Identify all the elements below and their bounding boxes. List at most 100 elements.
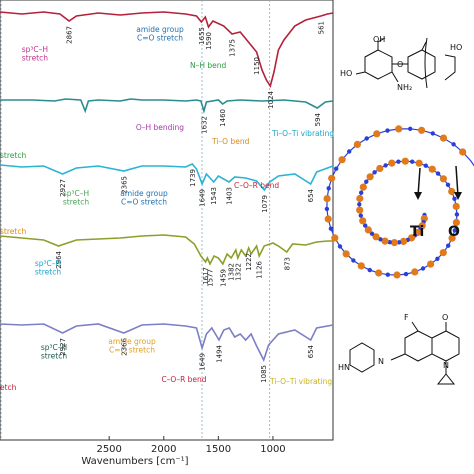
peak-label-2-6: 1079 bbox=[261, 195, 269, 213]
o-atom-37 bbox=[428, 165, 436, 173]
ti-atom-34 bbox=[410, 159, 415, 164]
titania-spiral bbox=[323, 125, 474, 279]
band-annotation-9: C–O–R bend bbox=[234, 181, 279, 190]
peak-label-1-2: 594 bbox=[314, 112, 322, 126]
peak-label-4-1: 2366 bbox=[120, 337, 128, 355]
drug-n-pip: N bbox=[378, 357, 384, 366]
o-atom-25 bbox=[359, 183, 367, 191]
peak-label-4-5: 654 bbox=[307, 344, 315, 358]
ti-atom-30 bbox=[383, 163, 388, 168]
ti-atom-22 bbox=[357, 202, 362, 207]
peak-label-3-7: 1126 bbox=[256, 260, 264, 278]
o-atom-21 bbox=[356, 206, 364, 214]
ti-atom-46 bbox=[452, 228, 457, 233]
peak-label-3-4: 1382 bbox=[228, 263, 236, 281]
ti-atom-58 bbox=[367, 267, 372, 273]
ti-atom-64 bbox=[328, 226, 334, 231]
o-atom-39 bbox=[439, 175, 447, 183]
o-atom-41 bbox=[448, 187, 456, 196]
o-atom-79 bbox=[418, 126, 426, 134]
peak-label-3-0: 2964 bbox=[55, 250, 63, 268]
peak-label-0-2: 1590 bbox=[205, 32, 213, 50]
chitosan-ho-left: HO bbox=[340, 69, 352, 78]
ti-atom-38 bbox=[435, 171, 441, 176]
ti-atom-44 bbox=[454, 212, 460, 217]
ti-atom-26 bbox=[364, 179, 369, 184]
spectrum-line-3 bbox=[0, 234, 333, 266]
peak-label-2-0: 2927 bbox=[59, 179, 67, 197]
ti-atom-42 bbox=[452, 196, 457, 201]
o-atom-19 bbox=[359, 217, 367, 225]
peak-label-2-2: 1739 bbox=[189, 169, 197, 187]
o-atom-27 bbox=[366, 173, 374, 181]
chitosan-ring-o: O bbox=[397, 60, 403, 69]
o-atom-77 bbox=[395, 125, 403, 133]
chitosan-nh2: NH₂ bbox=[397, 83, 412, 92]
peak-label-4-2: 1649 bbox=[199, 353, 207, 371]
o-atom-81 bbox=[439, 134, 448, 142]
ti-atom-66 bbox=[324, 206, 330, 212]
ti-atom-48 bbox=[446, 243, 451, 248]
peak-label-3-3: 1459 bbox=[219, 269, 227, 287]
peak-label-3-6: 1222 bbox=[245, 253, 253, 271]
o-atom-83 bbox=[459, 148, 467, 156]
peak-label-2-5: 1403 bbox=[226, 187, 234, 205]
peak-label-3-5: 1322 bbox=[234, 263, 242, 281]
o-atom-43 bbox=[452, 202, 460, 210]
peak-label-3-8: 873 bbox=[283, 257, 291, 270]
peak-label-2-3: 1649 bbox=[199, 189, 207, 207]
band-annotation-2: N–H bend bbox=[190, 61, 227, 70]
ti-atom-76 bbox=[385, 128, 390, 133]
ti-label: Ti bbox=[410, 224, 424, 240]
peak-label-1-0: 1632 bbox=[200, 116, 208, 134]
chitosan-structure: OH HO NH₂ O HO bbox=[340, 35, 462, 92]
band-annotation-5: Ti–O–Ti vibrating bbox=[271, 129, 334, 138]
o-atom-15 bbox=[372, 233, 380, 241]
o-atom-71 bbox=[338, 156, 346, 164]
band-annotation-14: C–O–R bend bbox=[161, 375, 206, 384]
band-annotation-3: O–H bending bbox=[136, 123, 184, 132]
peak-label-4-4: 1085 bbox=[260, 365, 268, 383]
peak-label-2-4: 1543 bbox=[210, 187, 218, 205]
drug-o: O bbox=[442, 313, 448, 322]
o-atom-47 bbox=[448, 234, 456, 242]
peak-label-4-0: 2927 bbox=[59, 338, 67, 356]
o-atom-49 bbox=[439, 249, 447, 257]
spectrum-line-2 bbox=[0, 163, 334, 192]
o-atom-35 bbox=[415, 159, 423, 167]
o-atom-45 bbox=[452, 218, 460, 226]
ti-atom-72 bbox=[347, 149, 352, 154]
ti-atom-78 bbox=[408, 126, 413, 131]
peak-label-0-6: 561 bbox=[317, 21, 325, 34]
o-atom-65 bbox=[324, 215, 332, 223]
ti-atom-10 bbox=[396, 240, 402, 245]
chitosan-oh-top: OH bbox=[373, 35, 385, 44]
o-atom-53 bbox=[411, 268, 419, 276]
ti-atom-82 bbox=[451, 142, 456, 147]
spiral-labels: Ti O bbox=[410, 165, 462, 240]
x-axis-label: Wavenumbers [cm⁻¹] bbox=[81, 456, 188, 467]
ti-atom-80 bbox=[430, 131, 435, 136]
spectra bbox=[0, 11, 334, 363]
o-atom-13 bbox=[381, 237, 389, 245]
o-atom-73 bbox=[353, 140, 361, 148]
o-atom-33 bbox=[401, 157, 409, 165]
ti-atom-36 bbox=[423, 163, 428, 168]
peak-label-0-4: 1150 bbox=[253, 57, 261, 75]
ti-atom-54 bbox=[403, 271, 409, 277]
ti-atom-40 bbox=[445, 182, 451, 187]
ti-atom-60 bbox=[351, 258, 356, 263]
o-atom-9 bbox=[399, 237, 408, 245]
band-annotation-4: Ti–O bend bbox=[211, 137, 250, 146]
ti-atom-74 bbox=[364, 136, 369, 141]
